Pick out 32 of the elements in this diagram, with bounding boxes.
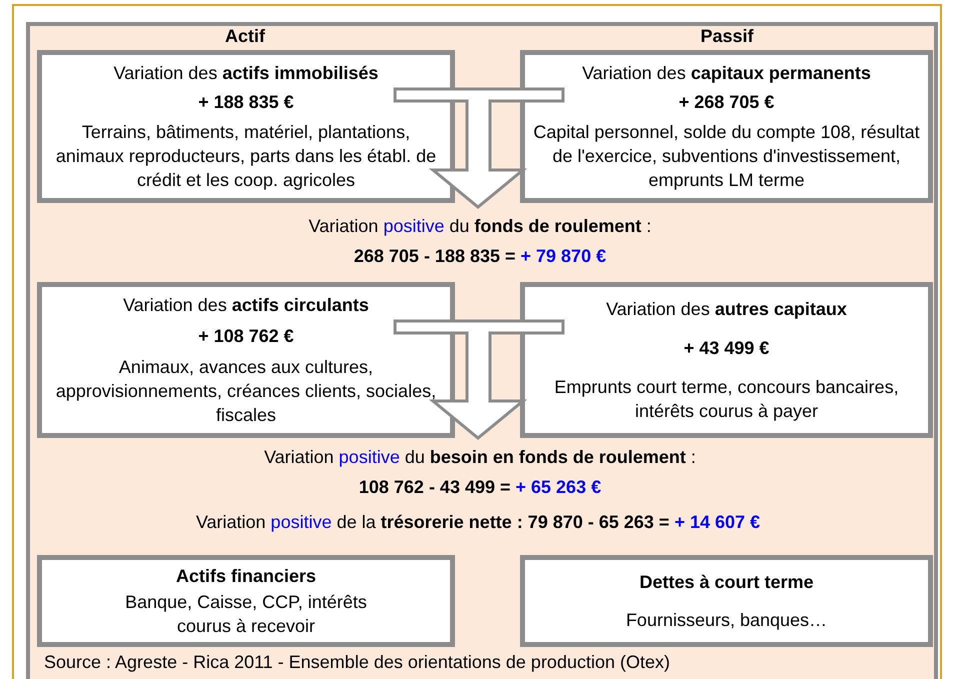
result-text: Variation positive du fonds de roulement : <box>308 215 652 238</box>
box-heading: Variation des actifs immobilisés <box>114 62 378 85</box>
source-note: Source : Agreste - Rica 2011 - Ensemble des orientations de production (Otex) <box>44 652 670 673</box>
merge-arrow <box>394 88 564 209</box>
body-text: Banque, Caisse, CCP, intérêts courus à recevoir <box>124 591 368 638</box>
box-heading: Dettes à court terme <box>639 571 814 594</box>
body-text: Terrains, bâtiments, matériel, plantations, animaux reproducteurs, parts dans les établ. de crédit et les coop. agricoles <box>54 121 438 192</box>
box-heading: Variation des autres capitaux <box>606 298 847 322</box>
account-box <box>520 50 933 203</box>
body-text: Animaux, avances aux cultures, approvisionnements, créances clients, sociales, fiscales <box>54 356 438 427</box>
amount-text: + 108 762 € <box>198 324 294 348</box>
box-heading: Actifs financiers <box>176 565 316 588</box>
account-box <box>37 50 455 203</box>
box-heading: Variation des capitaux permanents <box>582 62 871 85</box>
account-box <box>37 282 455 438</box>
account-box <box>520 555 933 647</box>
result-text: Variation positive du besoin en fonds de roulement : <box>264 446 696 469</box>
merge-arrow <box>394 320 564 440</box>
column-heading: Passif <box>700 26 754 47</box>
amount-text: + 268 705 € <box>678 91 774 114</box>
body-text: Capital personnel, solde du compte 108, résultat de l'exercice, subventions d'investissement, emprunts LM terme <box>533 121 920 192</box>
formula-text: 108 762 - 43 499 = + 65 263 € <box>358 476 602 499</box>
formula-text: 268 705 - 188 835 = + 79 870 € <box>354 245 606 268</box>
body-text: Fournisseurs, banques… <box>626 609 828 632</box>
account-box <box>37 555 455 647</box>
amount-text: + 188 835 € <box>198 91 294 114</box>
body-text: Emprunts court terme, concours bancaires, intérêts courus à payer <box>553 376 900 423</box>
result-text: Variation positive de la trésorerie nette : 79 870 - 65 263 = + 14 607 € <box>196 512 760 533</box>
box-heading: Variation des actifs circulants <box>123 294 369 318</box>
column-heading: Actif <box>225 26 265 47</box>
account-box <box>520 282 933 438</box>
amount-text: + 43 499 € <box>684 336 770 360</box>
